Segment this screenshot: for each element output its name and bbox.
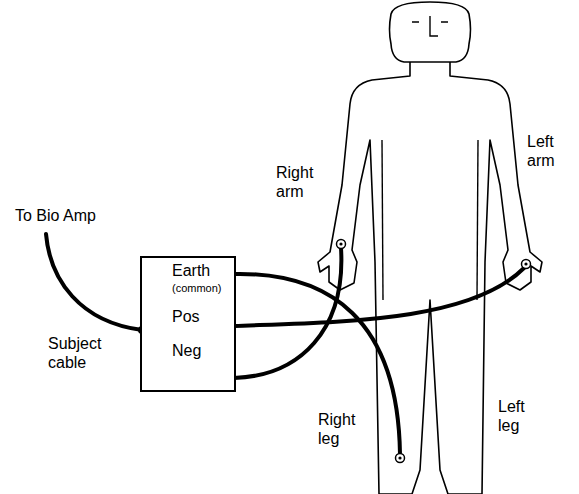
subject-cable (46, 234, 142, 330)
terminal-label: Pos (172, 308, 200, 326)
head-outline (390, 2, 471, 62)
face-nose (430, 16, 438, 36)
electrode (522, 260, 531, 269)
torso-line (477, 140, 478, 300)
earth-wire (234, 274, 400, 454)
part-label: Left arm (527, 132, 575, 170)
electrode-dot (524, 262, 527, 265)
terminal-label: (common) (172, 282, 222, 295)
neg-wire (234, 248, 341, 378)
part-label: Right leg (318, 410, 364, 448)
terminal-label: Neg (172, 342, 201, 360)
terminal-label: Earth (172, 262, 210, 280)
part-label: Right arm (276, 163, 326, 201)
electrode (396, 454, 405, 463)
part-label: Subject cable (48, 334, 114, 372)
electrode (337, 240, 346, 249)
part-label: To Bio Amp (15, 206, 145, 225)
part-label: Left leg (498, 397, 544, 435)
electrode-dot (339, 242, 342, 245)
terminal-box: Earth (common) PosNeg (140, 256, 236, 392)
electrode-dot (398, 456, 401, 459)
torso-line (382, 140, 383, 300)
